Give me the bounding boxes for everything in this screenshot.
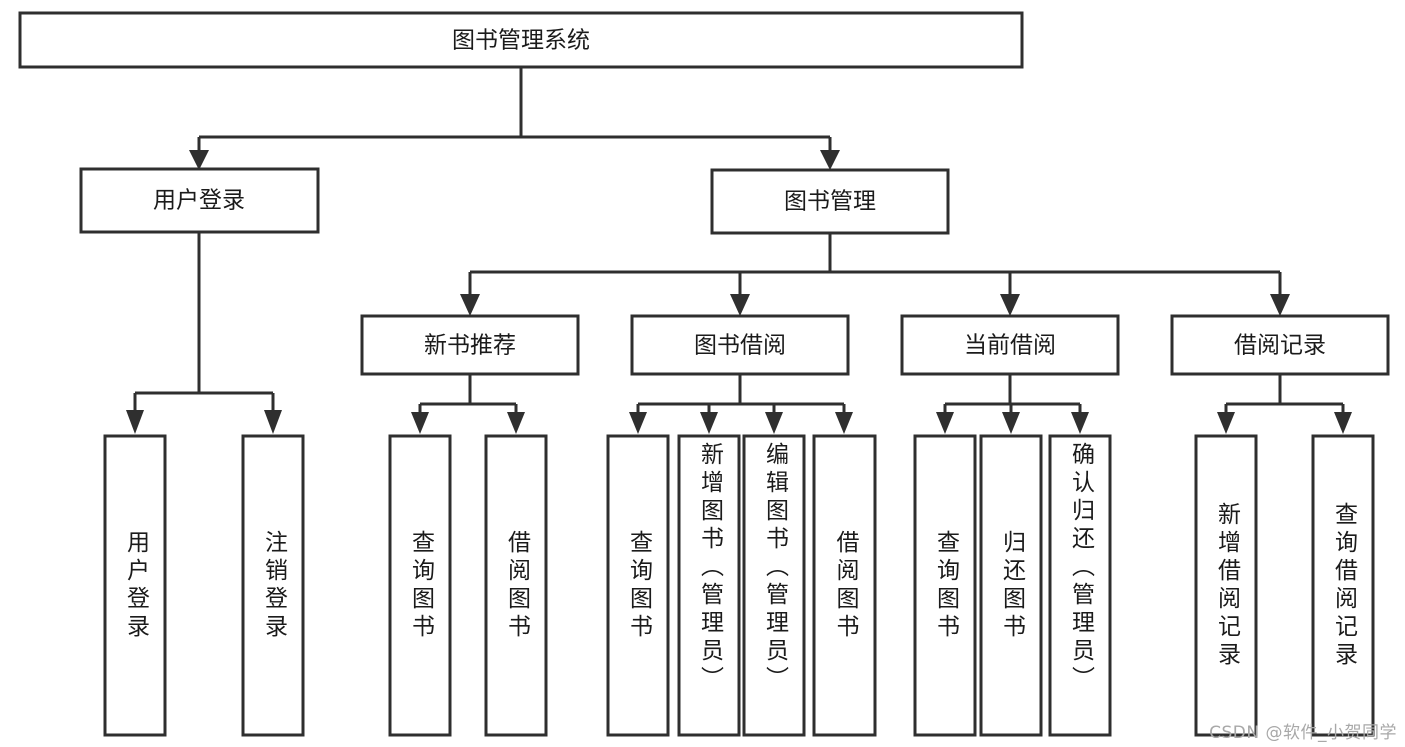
arrow-head-leaf-add-record xyxy=(1217,412,1235,434)
node-book-manage-label: 图书管理 xyxy=(784,189,876,215)
node-borrow-record-label: 借阅记录 xyxy=(1234,333,1326,359)
arrow-head-leaf-borrow-book-2 xyxy=(835,412,853,434)
leaf-boxes xyxy=(103,434,1375,737)
node-leaf-add-book-box[interactable] xyxy=(677,434,741,737)
arrow-head-leaf-logout xyxy=(264,410,282,434)
node-root-label: 图书管理系统 xyxy=(452,28,590,54)
arrow-head-leaf-query-book-2 xyxy=(629,412,647,434)
arrow-head-leaf-return-book xyxy=(1002,412,1020,434)
node-book-borrow-box xyxy=(630,314,850,376)
node-user-login-box xyxy=(79,167,320,234)
node-current-borrow[interactable]: 当前借阅 xyxy=(900,314,1120,376)
node-leaf-logout-box[interactable] xyxy=(241,434,305,737)
node-book-borrow[interactable]: 图书借阅 xyxy=(630,314,850,376)
arrow-head-borrow-record xyxy=(1270,294,1290,316)
node-user-login[interactable]: 用户登录 xyxy=(79,167,320,234)
arrow-head-leaf-query-record xyxy=(1334,412,1352,434)
arrow-head-user-login xyxy=(189,150,209,170)
arrow-head-leaf-edit-book xyxy=(765,412,783,434)
arrow-head-leaf-query-book-1 xyxy=(411,412,429,434)
node-book-manage-box xyxy=(710,168,950,235)
node-borrow-record[interactable]: 借阅记录 xyxy=(1170,314,1390,376)
connector-book-manage-to-level3 xyxy=(460,233,1290,316)
arrow-head-leaf-user-login xyxy=(126,410,144,434)
node-leaf-borrow-book-2-box[interactable] xyxy=(812,434,877,737)
node-leaf-borrow-book-1-box[interactable] xyxy=(484,434,548,737)
connector-book-borrow-to-leaves xyxy=(629,374,853,434)
node-current-borrow-box xyxy=(900,314,1120,376)
node-user-login-label: 用户登录 xyxy=(153,188,245,214)
node-root[interactable]: 图书管理系统 xyxy=(18,11,1024,69)
csdn-watermark: CSDN @软件_小贺同学 xyxy=(1209,723,1397,743)
node-leaf-user-login-box[interactable] xyxy=(103,434,167,737)
node-book-manage[interactable]: 图书管理 xyxy=(710,168,950,235)
arrow-head-leaf-add-book xyxy=(700,412,718,434)
connector-root-to-level2 xyxy=(189,67,840,170)
node-current-borrow-label: 当前借阅 xyxy=(964,333,1056,359)
node-root-box xyxy=(18,11,1024,69)
arrow-head-leaf-query-book-3 xyxy=(936,412,954,434)
arrow-head-book-borrow xyxy=(730,294,750,316)
node-borrow-record-box xyxy=(1170,314,1390,376)
node-leaf-query-book-1-box[interactable] xyxy=(388,434,452,737)
node-new-book-recommend-label: 新书推荐 xyxy=(424,333,516,359)
node-leaf-query-book-3-box[interactable] xyxy=(913,434,977,737)
node-new-book-recommend-box xyxy=(360,314,580,376)
node-book-borrow-label: 图书借阅 xyxy=(694,333,786,359)
arrow-head-leaf-borrow-book-1 xyxy=(507,412,525,434)
arrow-head-leaf-confirm-return xyxy=(1071,412,1089,434)
node-leaf-add-record-box[interactable] xyxy=(1194,434,1258,737)
arrow-head-new-book-recommend xyxy=(460,294,480,316)
node-leaf-query-book-2-box[interactable] xyxy=(606,434,670,737)
node-leaf-confirm-return-box[interactable] xyxy=(1048,434,1112,737)
node-leaf-edit-book-box[interactable] xyxy=(742,434,806,737)
connector-borrow-record-to-leaves xyxy=(1217,374,1352,434)
arrow-head-current-borrow xyxy=(1000,294,1020,316)
connector-new-book-to-leaves xyxy=(411,374,525,434)
connector-user-login-to-leaves xyxy=(126,232,282,434)
node-new-book-recommend[interactable]: 新书推荐 xyxy=(360,314,580,376)
node-leaf-query-record-box[interactable] xyxy=(1311,434,1375,737)
arrow-head-book-manage xyxy=(820,150,840,170)
connector-current-borrow-to-leaves xyxy=(936,374,1089,434)
node-leaf-return-book-box[interactable] xyxy=(979,434,1043,737)
